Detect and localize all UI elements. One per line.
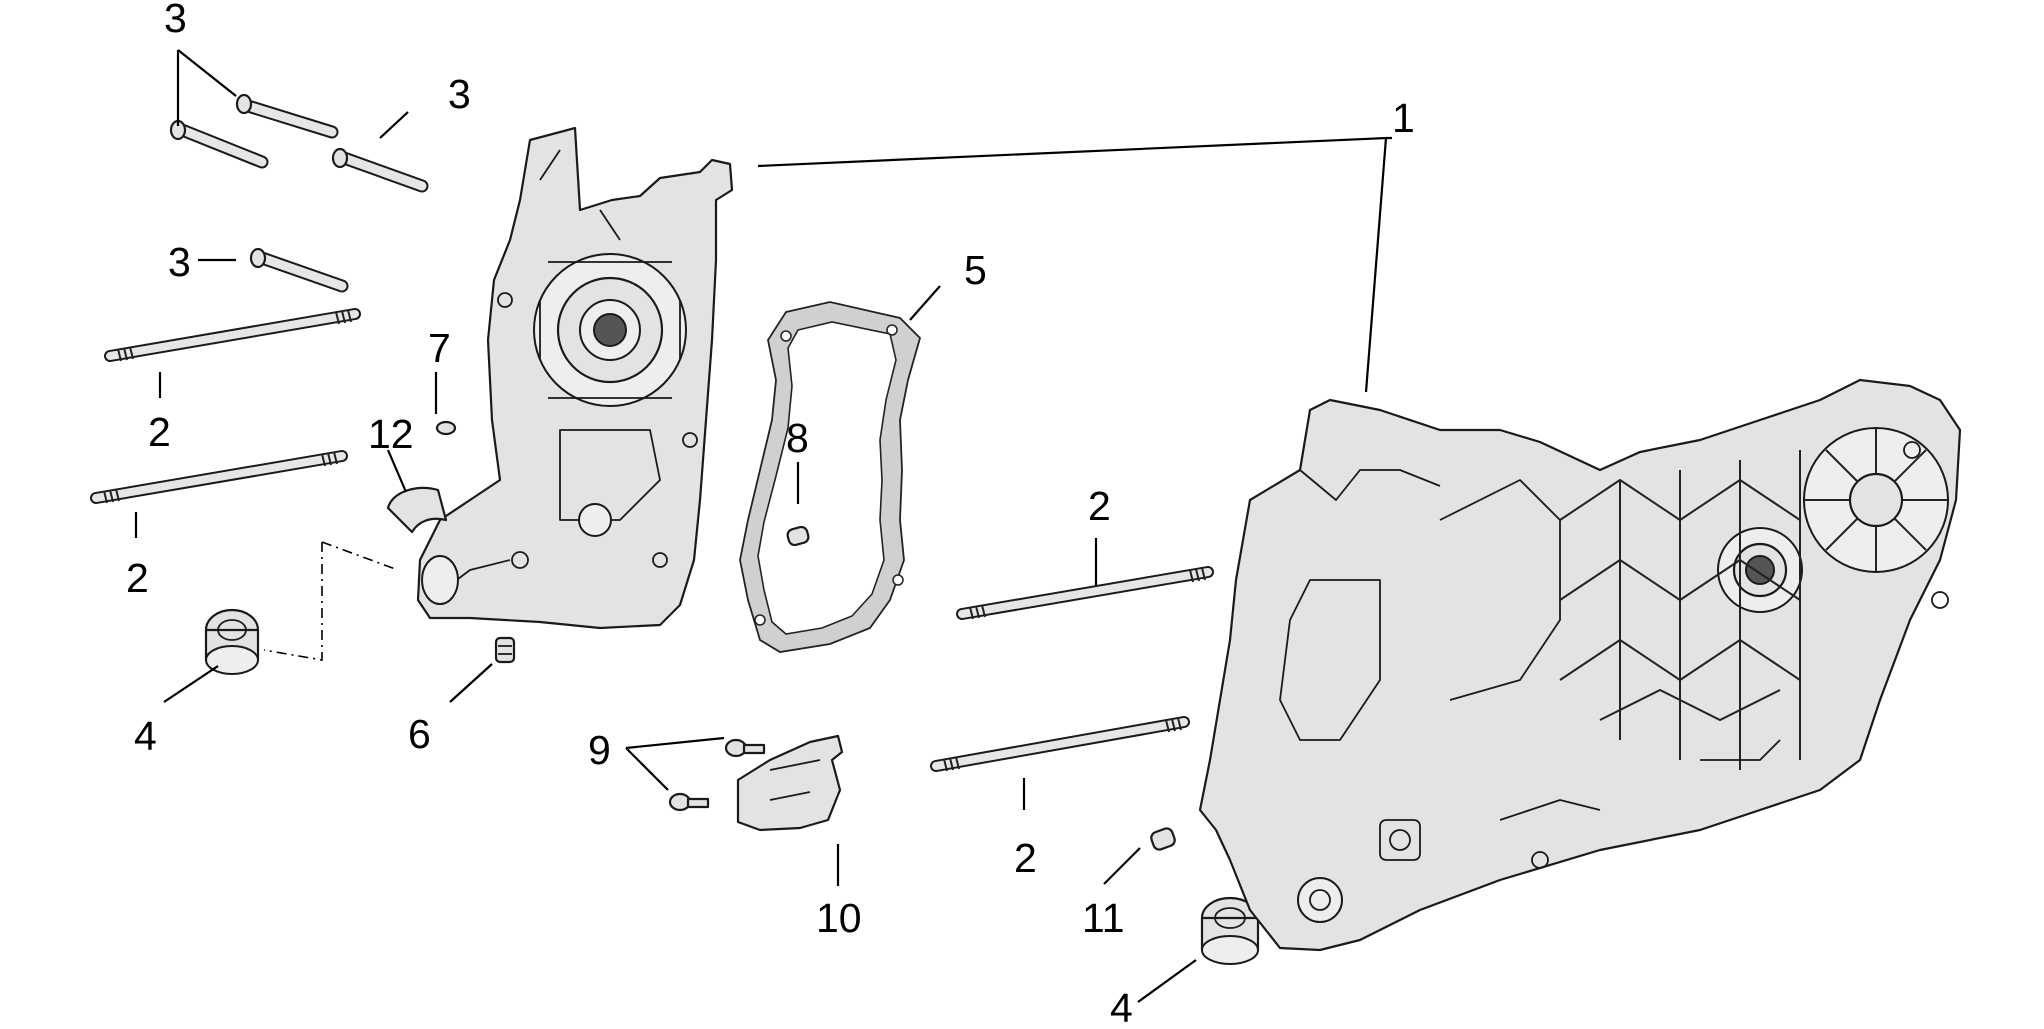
- screw-9-top: [724, 738, 766, 758]
- bolt-3-mid: [249, 247, 349, 293]
- callout-labels: 1 2 2 2 2 3 3 3 4 4 5 6 7 8 9 10 11 12: [126, 0, 1415, 1029]
- dowel-6: [494, 636, 516, 664]
- stud-2-upper-left: [104, 308, 361, 362]
- callout-8: 8: [786, 415, 809, 461]
- bolt-3-left: [169, 119, 269, 169]
- callout-5: 5: [964, 247, 987, 293]
- alignment-dashed-line: [263, 541, 399, 661]
- callout-1: 1: [1392, 95, 1415, 141]
- dowel-8: [786, 525, 810, 547]
- callout-11: 11: [1082, 895, 1125, 941]
- callout-2: 2: [148, 409, 171, 455]
- stud-2-lower-right: [930, 716, 1190, 772]
- stud-2-lower-left: [90, 450, 348, 504]
- bolt-3-right: [331, 147, 429, 193]
- callout-10: 10: [816, 895, 862, 941]
- plate-10: [736, 734, 844, 832]
- callout-2: 2: [126, 555, 149, 601]
- callout-6: 6: [408, 711, 431, 757]
- callout-3: 3: [164, 0, 187, 41]
- stud-2-upper-right: [956, 566, 1214, 620]
- callout-3: 3: [448, 71, 471, 117]
- callout-2: 2: [1088, 483, 1111, 529]
- crankcase-right-half: [1198, 378, 1962, 952]
- callout-9: 9: [588, 727, 611, 773]
- callout-2: 2: [1014, 835, 1037, 881]
- callout-3: 3: [168, 239, 191, 285]
- silent-block-4-right: [1200, 896, 1260, 965]
- callout-4: 4: [134, 713, 157, 759]
- screw-9-bottom: [668, 792, 710, 812]
- callout-7: 7: [428, 325, 451, 371]
- gasket-5: [739, 301, 922, 653]
- dowel-11: [1150, 827, 1176, 851]
- plug-7: [435, 420, 457, 436]
- bolt-3-top: [235, 93, 339, 139]
- crankcase-left-half: [416, 126, 734, 630]
- silent-block-4-left: [204, 608, 260, 675]
- bearing-shell-12: [386, 486, 448, 534]
- callout-12: 12: [368, 411, 414, 457]
- callout-4: 4: [1110, 985, 1133, 1029]
- leader-lines: [134, 49, 1392, 1003]
